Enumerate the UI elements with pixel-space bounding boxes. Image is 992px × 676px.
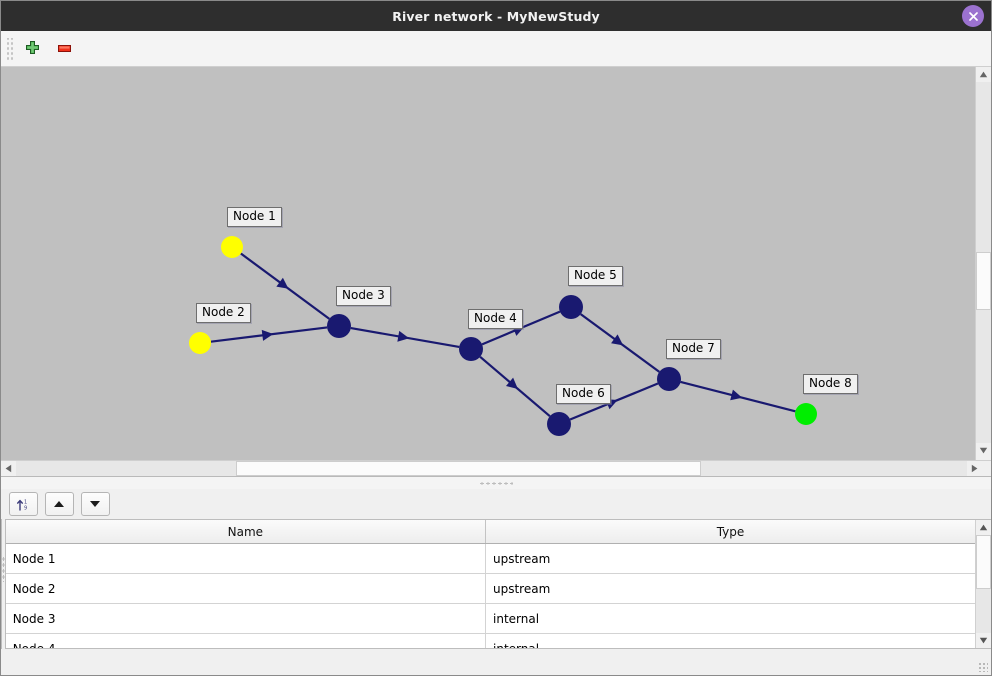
canvas-horizontal-scrollbar[interactable] (1, 460, 991, 476)
triangle-down-icon (90, 501, 101, 507)
bottom-panes: 1 9 NameNode1Node2 Node 1 -> Node 3Node … (1, 489, 992, 649)
vertical-splitter[interactable] (1, 489, 5, 649)
scroll-up-button[interactable] (976, 67, 991, 82)
close-icon (968, 11, 978, 21)
titlebar: River network - MyNewStudy (1, 1, 991, 31)
edge-arrow-icon (730, 389, 743, 401)
add-node-button[interactable] (16, 35, 48, 63)
table-cell[interactable]: upstream (485, 543, 976, 574)
nodes-sort-button[interactable]: 1 9 (8, 492, 38, 516)
triangle-up-icon (979, 71, 988, 78)
edge-arrow-icon (397, 330, 410, 342)
delete-node-button[interactable] (48, 35, 80, 63)
table-cell[interactable]: Node 3 (5, 603, 486, 634)
graph-node[interactable] (559, 295, 583, 319)
triangle-up-icon (979, 524, 988, 531)
nodes-toolbar: 1 9 (5, 489, 991, 519)
graph-node-label[interactable]: Node 5 (568, 266, 623, 286)
svg-text:9: 9 (24, 505, 27, 511)
triangle-up-icon (54, 501, 65, 507)
reaches-vscroll-thumb[interactable] (1, 535, 2, 589)
graph-nodes (189, 236, 817, 436)
sort-icon: 1 9 (17, 499, 27, 511)
vertical-splitter-grip (1, 556, 5, 582)
graph-edges (210, 252, 796, 421)
graph-node-label[interactable]: Node 1 (227, 207, 282, 227)
edge-arrow-icon (505, 377, 518, 389)
triangle-left-icon (5, 464, 12, 473)
reaches-vscroll-track[interactable] (1, 535, 2, 635)
graph-node-label[interactable]: Node 8 (803, 374, 858, 394)
scroll-right-button[interactable] (967, 461, 982, 476)
status-bar (1, 649, 991, 675)
window-title: River network - MyNewStudy (392, 8, 600, 24)
graph-node[interactable] (189, 332, 211, 354)
window-resize-grip[interactable] (978, 662, 988, 672)
column-header-name[interactable]: Name (5, 520, 486, 544)
reaches-scroll-down-button[interactable] (1, 633, 2, 648)
table-cell[interactable]: internal (485, 633, 976, 648)
graph-node[interactable] (547, 412, 571, 436)
nodes-vertical-scrollbar[interactable] (975, 520, 992, 648)
plus-icon (25, 41, 39, 54)
table-cell[interactable]: Node 1 (5, 543, 486, 574)
graph-node[interactable] (459, 337, 483, 361)
graph-node-label[interactable]: Node 6 (556, 384, 611, 404)
triangle-right-icon (971, 464, 978, 473)
column-header-type[interactable]: Type (485, 520, 976, 544)
network-graph (189, 236, 817, 436)
nodes-vscroll-thumb[interactable] (976, 535, 992, 589)
reaches-scroll-up-button[interactable] (1, 520, 2, 535)
nodes-scroll-up-button[interactable] (976, 520, 992, 535)
nodes-move-up-button[interactable] (44, 492, 74, 516)
graph-node[interactable] (795, 403, 817, 425)
table-cell[interactable]: internal (485, 603, 976, 634)
graph-node-label[interactable]: Node 3 (336, 286, 391, 306)
triangle-down-icon (979, 447, 988, 454)
splitter-grip (479, 481, 513, 485)
nodes-move-down-button[interactable] (80, 492, 110, 516)
scroll-down-button[interactable] (976, 443, 991, 458)
horizontal-splitter[interactable] (1, 476, 991, 489)
graph-node-label[interactable]: Node 2 (196, 303, 251, 323)
table-cell[interactable]: upstream (485, 573, 976, 604)
graph-node-label[interactable]: Node 4 (468, 309, 523, 329)
graph-node[interactable] (221, 236, 243, 258)
edge-arrow-icon (611, 334, 624, 346)
canvas-hscroll-thumb[interactable] (236, 461, 701, 476)
canvas-vertical-scrollbar[interactable] (975, 67, 991, 460)
table-cell[interactable]: Node 2 (5, 573, 486, 604)
graph-node[interactable] (327, 314, 351, 338)
minus-icon (57, 45, 71, 52)
reaches-vertical-scrollbar[interactable] (1, 520, 2, 648)
table-cell[interactable]: Node 4 (5, 633, 486, 648)
river-network-canvas[interactable]: Node 1 Node 2 Node 3 Node 4 Node 5 Node 6 Node… (1, 67, 991, 460)
edge-arrow-icon (276, 277, 289, 289)
triangle-down-icon (979, 637, 988, 644)
scroll-left-button[interactable] (1, 461, 16, 476)
svg-text:1: 1 (24, 499, 27, 505)
edge-arrow-icon (261, 329, 274, 341)
graph-node[interactable] (657, 367, 681, 391)
canvas-vscroll-thumb[interactable] (976, 252, 991, 310)
main-toolbar (1, 31, 991, 67)
graph-node-label[interactable]: Node 7 (666, 339, 721, 359)
nodes-scroll-down-button[interactable] (976, 633, 992, 648)
close-button[interactable] (962, 5, 984, 27)
toolbar-grip[interactable] (5, 37, 13, 60)
